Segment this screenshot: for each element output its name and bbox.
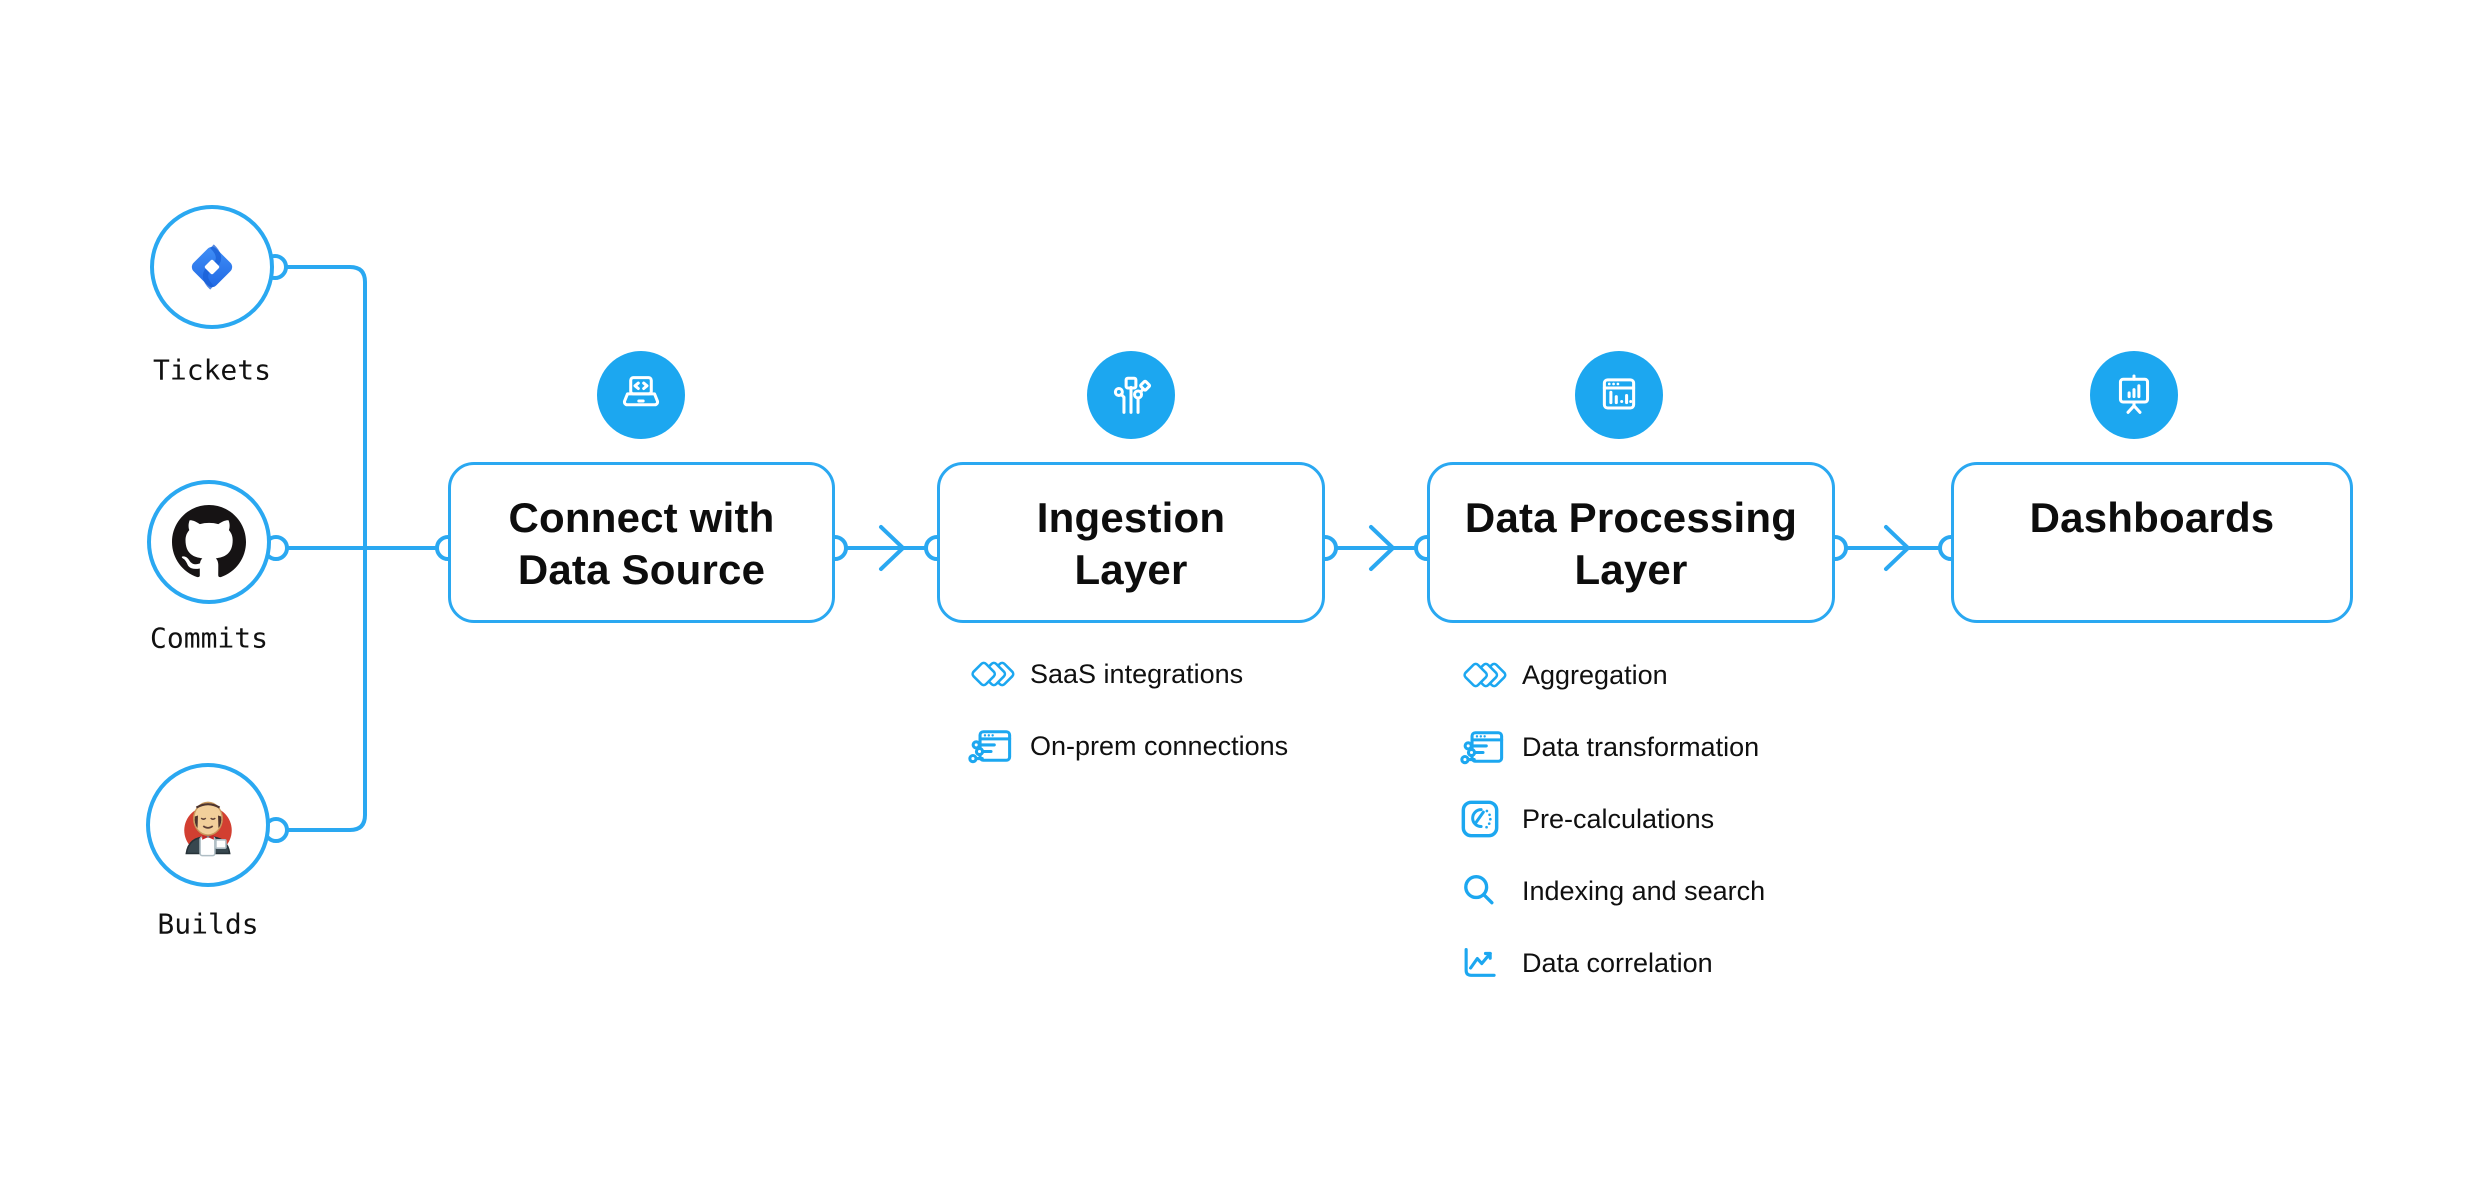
gauge-icon: [1460, 799, 1508, 839]
stage-title-line2: Layer: [1074, 546, 1188, 593]
feature-label: Aggregation: [1522, 659, 1668, 690]
list-item: Aggregation: [1460, 653, 1765, 697]
feature-label: Pre-calculations: [1522, 803, 1715, 834]
circuit-branches-icon: [1113, 376, 1152, 414]
stage-box-connect: Connect with Data Source: [448, 462, 835, 623]
search-icon: [1460, 872, 1508, 910]
stacked-diamonds-icon: [1460, 656, 1508, 694]
source-label-tickets: Tickets: [152, 353, 272, 387]
window-sliders-icon: [1460, 727, 1508, 767]
stage-box-processing: Data Processing Layer: [1427, 462, 1835, 623]
feature-label: On-prem connections: [1030, 730, 1289, 761]
stage1-icon-bubble: [597, 351, 685, 439]
list-item: SaaS integrations: [968, 652, 1288, 696]
stage-title: Connect with Data Source: [451, 492, 832, 596]
stage-title: Dashboards: [1954, 492, 2350, 544]
stage-title: Data Processing Layer: [1430, 492, 1832, 596]
arrow-head-1: [879, 525, 905, 571]
source-node-commits: [147, 480, 271, 604]
stage3-icon-bubble: [1575, 351, 1663, 439]
stage4-icon-bubble: [2090, 351, 2178, 439]
stage-box-dashboards: Dashboards: [1951, 462, 2353, 623]
stage-box-ingestion: Ingestion Layer: [937, 462, 1325, 623]
stacked-diamonds-icon: [968, 655, 1016, 693]
jenkins-icon: [184, 801, 232, 857]
laptop-code-icon: [622, 376, 660, 407]
processing-feature-list: Aggregation Data transformation: [1460, 653, 1765, 985]
stage-title-line2: Layer: [1574, 546, 1688, 593]
list-item: Data correlation: [1460, 941, 1765, 985]
window-chart-icon: [1602, 378, 1636, 410]
line-chart-icon: [1460, 944, 1508, 982]
github-icon: [172, 505, 246, 578]
feature-label: Data transformation: [1522, 731, 1760, 762]
source-label-commits: Commits: [149, 621, 269, 655]
source-label-builds: Builds: [157, 907, 259, 941]
source-node-builds: [146, 763, 270, 887]
stage-title-line1: Data Processing: [1464, 494, 1798, 541]
stage-title-line1: Ingestion: [1036, 494, 1226, 541]
source-node-tickets: [150, 205, 274, 329]
list-item: Data transformation: [1460, 725, 1765, 769]
feature-label: Indexing and search: [1522, 875, 1766, 906]
jira-icon: [191, 244, 233, 290]
arrow-head-2: [1369, 525, 1395, 571]
stage-title-line2: Data Source: [517, 546, 766, 593]
arrow-head-3: [1884, 525, 1910, 571]
feature-label: SaaS integrations: [1030, 658, 1244, 689]
stage-title-line1: Connect with: [508, 494, 775, 541]
stage-title: Ingestion Layer: [940, 492, 1322, 596]
feature-label: Data correlation: [1522, 947, 1713, 978]
window-sliders-icon: [968, 726, 1016, 766]
list-item: Pre-calculations: [1460, 797, 1765, 841]
ingestion-feature-list: SaaS integrations On-prem conne: [968, 652, 1288, 768]
list-item: On-prem connections: [968, 724, 1288, 768]
list-item: Indexing and search: [1460, 869, 1765, 913]
presentation-chart-icon: [2118, 374, 2150, 414]
stage-title-line1: Dashboards: [2029, 494, 2275, 541]
stage2-icon-bubble: [1087, 351, 1175, 439]
